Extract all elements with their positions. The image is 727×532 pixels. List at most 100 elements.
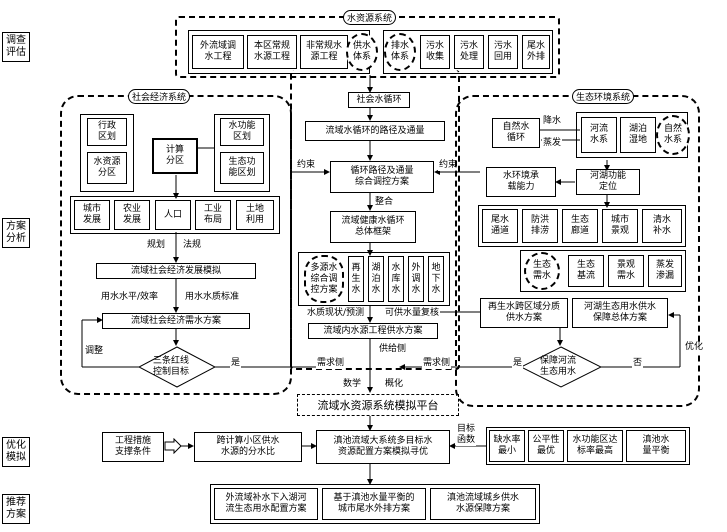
water-system-title: 水资源系统 xyxy=(343,10,397,25)
source-groundwater: 地 下 水 xyxy=(428,256,444,302)
sector-group xyxy=(70,196,280,234)
eco-system-title: 生态环境系统 xyxy=(572,89,635,104)
objective-fairness: 公平性 最优 xyxy=(528,430,564,462)
objective-function-label: 目标 函数 xyxy=(456,424,477,446)
flood-control: 防洪 排涝 xyxy=(522,209,558,243)
simulation-platform: 流域水资源系统模拟平台 xyxy=(297,394,459,416)
water-environment-capacity: 水环境承 载能力 xyxy=(486,167,556,197)
optimize-label: 优化 xyxy=(684,342,705,353)
eco-water-demand: 生态 需水 xyxy=(524,252,560,290)
eco-guarantee-check: 保障河流 生态用水 xyxy=(540,356,577,377)
objective-compliance: 水功能区达 标率最高 xyxy=(567,430,623,462)
supply-system: 供水 体系 xyxy=(346,33,378,71)
sewage-treatment: 污水 处理 xyxy=(454,35,484,69)
sector-industry: 工业 布局 xyxy=(195,200,231,230)
landscape-demand: 景观 需水 xyxy=(608,255,644,287)
river-lake-function: 河湖功能 定位 xyxy=(576,169,640,195)
side-label-optimize: 优化 模拟 xyxy=(2,437,30,467)
natural-water-cycle: 自然水 循环 xyxy=(492,118,540,148)
sewage-collection: 污水 收集 xyxy=(420,35,450,69)
lake-wetland: 湖泊 湿地 xyxy=(620,117,656,153)
function-zone-group xyxy=(214,114,270,192)
sewage-reuse: 污水 回用 xyxy=(488,35,518,69)
drainage-system: 排水 体系 xyxy=(384,33,416,71)
calculation-zone: 计算 分区 xyxy=(152,138,198,174)
eco-baseflow: 生态 基流 xyxy=(568,255,604,287)
multi-objective-optimization: 滇池流域大系统多目标水 资源配置方案模拟寻优 xyxy=(316,430,450,464)
redline-yes-label: 是 xyxy=(230,358,242,369)
source-external: 外 调 水 xyxy=(408,256,424,302)
adjust-label: 调整 xyxy=(84,346,105,357)
healthy-water-cycle-framework: 流域健康水循环 总体框架 xyxy=(330,211,416,243)
math-label: 数学 xyxy=(342,379,363,390)
objective-lake-balance: 滇池水 量平衡 xyxy=(626,430,686,462)
eco-function-zone: 生态功 能区划 xyxy=(220,152,264,184)
eco-water-guarantee-plan: 河湖生态用水供水 保障总体方案 xyxy=(572,298,668,328)
engineering-supply-plan: 流域内水源工程供水方案 xyxy=(308,323,438,339)
recommend-group xyxy=(210,484,540,524)
double-arrow-icon xyxy=(164,438,182,454)
social-system-title: 社会经济系统 xyxy=(128,89,191,104)
nonconventional-source-project: 非常规水 源工程 xyxy=(300,35,348,69)
demand-side-left-label: 需求侧 xyxy=(316,358,346,369)
multi-source-regulation: 多源水 综合调 控方案 xyxy=(304,255,344,303)
constraint-left-label: 约束 xyxy=(296,160,317,171)
reclaimed-water-plan: 再生水跨区域分质 供水方案 xyxy=(480,298,568,328)
sector-population: 人口 xyxy=(155,200,191,230)
water-quality-standard-label: 用水水质标准 xyxy=(184,292,241,303)
eco-no-label: 否 xyxy=(632,358,644,369)
eco-guarantee-diamond xyxy=(520,346,602,388)
precipitation-label: 降水 xyxy=(542,116,563,127)
admin-zone-group xyxy=(80,114,134,192)
drainage-group xyxy=(383,30,553,74)
evaporation-seepage: 蒸发 渗漏 xyxy=(648,255,682,287)
demand-side-right-label: 需求侧 xyxy=(422,358,452,369)
source-group xyxy=(298,252,450,306)
sector-land-use: 土地 利用 xyxy=(236,200,274,230)
tailwater-discharge: 尾水 外排 xyxy=(522,35,550,69)
supply-side-label: 供给侧 xyxy=(378,344,408,355)
clean-water-supplement: 清水 补水 xyxy=(642,209,682,243)
socioeconomic-demand-plan: 流域社会经济需水方案 xyxy=(102,313,250,329)
side-label-plan: 方案 分析 xyxy=(2,218,30,248)
supply-check-label: 可供水量复核 xyxy=(384,308,441,319)
socioeconomic-simulation: 流域社会经济发展模拟 xyxy=(96,263,256,279)
social-water-cycle: 社会水循环 xyxy=(348,92,410,108)
external-transfer-project: 外流域调 水工程 xyxy=(192,35,244,69)
source-lake: 湖 泊 水 xyxy=(368,256,384,302)
side-label-recommend: 推荐 方案 xyxy=(2,494,30,524)
path-flux-regulation-plan: 循环路径及通量 综合调控方案 xyxy=(330,161,434,193)
recommend-plan-1: 外流域补水下入湖河 流生态用水配置方案 xyxy=(214,488,318,520)
sector-agriculture: 农业 发展 xyxy=(114,200,150,230)
planning-label: 规划 xyxy=(146,240,167,251)
recommend-plan-3: 滇池流域城乡供水 水源保障方案 xyxy=(430,488,536,520)
side-label-survey: 调查 评估 xyxy=(2,32,30,62)
eco-corridor: 生态 廊道 xyxy=(562,209,598,243)
urban-landscape: 城市 景观 xyxy=(602,209,638,243)
source-reservoir: 水 库 水 xyxy=(388,256,404,302)
water-function-zone: 水功能 区划 xyxy=(220,118,264,146)
redline-diamond xyxy=(138,346,216,388)
local-source-project: 本区常规 水源工程 xyxy=(247,35,297,69)
recommend-plan-2: 基于滇池水量平衡的 城市尾水外排方案 xyxy=(322,488,426,520)
eco-demand-group xyxy=(520,250,686,292)
integrate-label: 整合 xyxy=(374,197,395,208)
generalize-label: 概化 xyxy=(384,379,405,390)
source-reclaimed: 再 生 水 xyxy=(348,256,364,302)
river-system: 河流 水系 xyxy=(581,117,617,153)
regulation-label: 法规 xyxy=(182,240,203,251)
objective-min-shortage: 缺水率 最小 xyxy=(489,430,525,462)
channel-group xyxy=(478,205,686,247)
tailwater-channel: 尾水 通道 xyxy=(482,209,518,243)
quality-forecast-label: 水质现状/预测 xyxy=(306,308,366,319)
natural-water-system: 自然 水系 xyxy=(656,115,690,155)
water-use-efficiency-label: 用水水平/效率 xyxy=(100,292,160,303)
sector-urban: 城市 发展 xyxy=(74,200,110,230)
engineering-measures: 工程措施 支撑条件 xyxy=(102,432,164,462)
redline-target: 三条红线 控制目标 xyxy=(153,356,190,377)
cross-zone-supply-ratio: 跨计算小区供水 水源的分水比 xyxy=(194,432,302,462)
water-resource-zone: 水资源 分区 xyxy=(87,152,127,184)
eco-yes-label: 是 xyxy=(512,358,524,369)
water-cycle-path-flux: 流域水循环的路径及通量 xyxy=(305,121,445,141)
admin-division: 行政 区划 xyxy=(87,118,127,146)
